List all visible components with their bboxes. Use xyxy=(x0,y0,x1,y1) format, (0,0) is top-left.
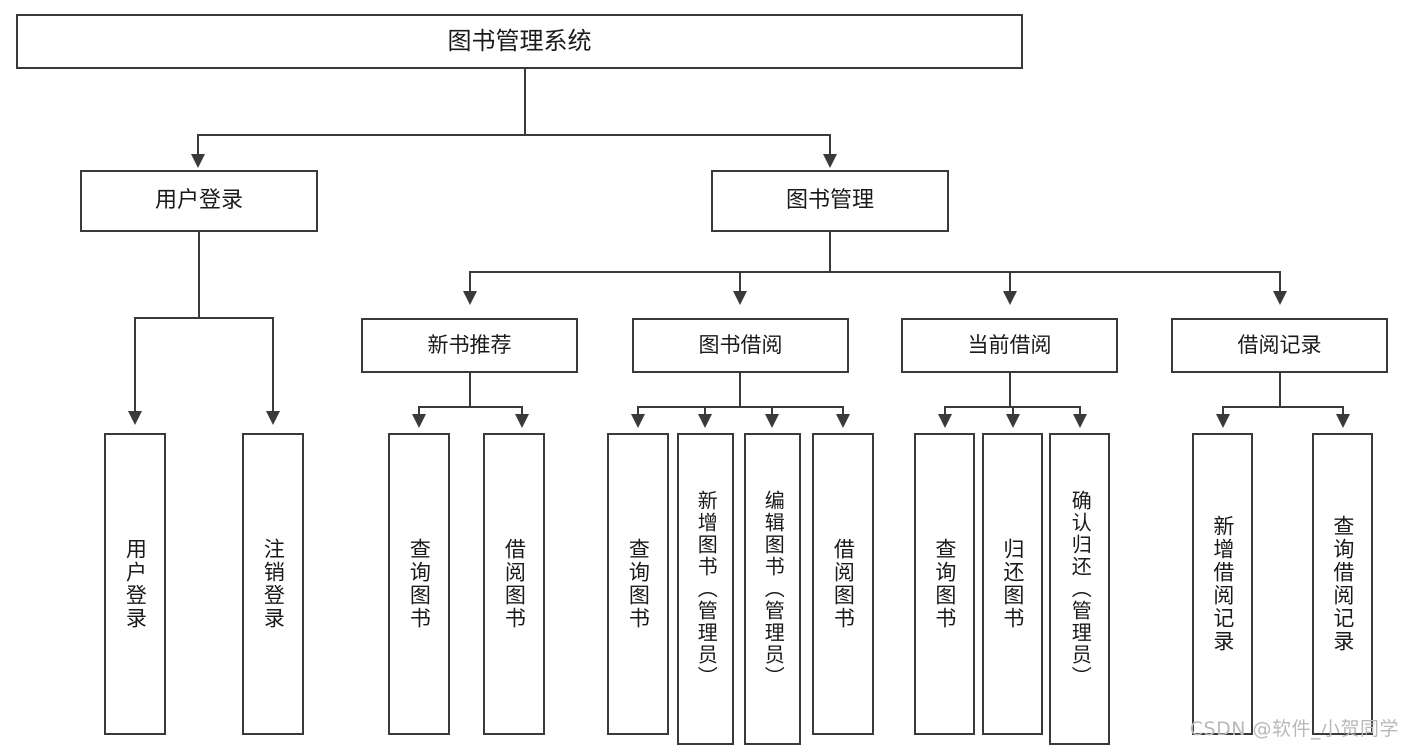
node-user-login-label: 用户登录 xyxy=(154,188,243,214)
node-root-label: 图书管理系统 xyxy=(447,27,592,56)
arrow-current-to-leaf3 xyxy=(1073,414,1087,428)
arrow-records-to-leaf2 xyxy=(1336,414,1350,428)
connector-newbook-to-leaf1 xyxy=(418,406,420,416)
node-leaf-add-book[interactable]: 新增图书（管理员） xyxy=(677,433,734,745)
connector-newbook-to-leaf2 xyxy=(521,406,523,416)
node-leaf-borrow-book-2-label: 借阅图书 xyxy=(831,538,856,630)
node-leaf-borrow-book-1[interactable]: 借阅图书 xyxy=(483,433,545,735)
arrow-borrow-to-leaf3 xyxy=(765,414,779,428)
connector-bookmgmt-to-current xyxy=(1009,271,1011,293)
connector-root-to-bookmgmt xyxy=(829,134,831,156)
connector-bookmgmt-to-records xyxy=(1279,271,1281,293)
node-book-borrow[interactable]: 图书借阅 xyxy=(632,318,849,373)
node-leaf-edit-book-label: 编辑图书（管理员） xyxy=(761,490,786,688)
arrow-bookmgmt-to-newbook xyxy=(463,291,477,305)
connector-records-bus xyxy=(1222,406,1342,408)
connector-records-to-leaf2 xyxy=(1342,406,1344,416)
node-leaf-edit-book[interactable]: 编辑图书（管理员） xyxy=(744,433,801,745)
node-leaf-add-record[interactable]: 新增借阅记录 xyxy=(1192,433,1253,735)
connector-current-to-leaf1 xyxy=(944,406,946,416)
arrow-borrow-to-leaf4 xyxy=(836,414,850,428)
arrow-newbook-to-leaf2 xyxy=(515,414,529,428)
connector-current-to-leaf2 xyxy=(1012,406,1014,416)
arrow-records-to-leaf1 xyxy=(1216,414,1230,428)
node-leaf-query-book-2[interactable]: 查询图书 xyxy=(607,433,669,735)
connector-borrow-to-leaf3 xyxy=(771,406,773,416)
node-root[interactable]: 图书管理系统 xyxy=(16,14,1023,69)
connector-login-bus xyxy=(134,317,272,319)
connector-newbook-stem xyxy=(469,373,471,407)
connector-records-to-leaf1 xyxy=(1222,406,1224,416)
node-new-book-recommend[interactable]: 新书推荐 xyxy=(361,318,578,373)
arrow-current-to-leaf1 xyxy=(938,414,952,428)
connector-newbook-bus xyxy=(418,406,521,408)
node-current-borrow-label: 当前借阅 xyxy=(967,333,1052,358)
node-leaf-return-book-label: 归还图书 xyxy=(1000,538,1025,630)
connector-records-stem xyxy=(1279,373,1281,407)
node-leaf-query-record-label: 查询借阅记录 xyxy=(1330,515,1355,653)
node-leaf-user-logout[interactable]: 注销登录 xyxy=(242,433,304,735)
node-leaf-user-login[interactable]: 用户登录 xyxy=(104,433,166,735)
node-leaf-query-book-3-label: 查询图书 xyxy=(932,538,957,630)
node-new-book-recommend-label: 新书推荐 xyxy=(427,333,512,358)
arrow-newbook-to-leaf1 xyxy=(412,414,426,428)
node-book-management-label: 图书管理 xyxy=(785,188,874,214)
node-leaf-query-book-2-label: 查询图书 xyxy=(626,538,651,630)
node-current-borrow[interactable]: 当前借阅 xyxy=(901,318,1118,373)
node-leaf-query-book-1[interactable]: 查询图书 xyxy=(388,433,450,735)
node-user-login[interactable]: 用户登录 xyxy=(80,170,318,232)
connector-root-to-login xyxy=(197,134,199,156)
node-leaf-add-record-label: 新增借阅记录 xyxy=(1210,515,1235,653)
node-leaf-user-logout-label: 注销登录 xyxy=(261,538,286,630)
arrow-login-to-leaf2 xyxy=(266,411,280,425)
connector-borrow-bus xyxy=(637,406,843,408)
connector-borrow-stem xyxy=(739,373,741,407)
arrow-borrow-to-leaf1 xyxy=(631,414,645,428)
node-leaf-borrow-book-2[interactable]: 借阅图书 xyxy=(812,433,874,735)
connector-current-to-leaf3 xyxy=(1079,406,1081,416)
connector-borrow-to-leaf2 xyxy=(704,406,706,416)
connector-root-stem xyxy=(524,69,526,135)
arrow-root-to-bookmgmt xyxy=(823,154,837,168)
connector-bookmgmt-bus xyxy=(469,271,1281,273)
arrow-root-to-login xyxy=(191,154,205,168)
connector-bookmgmt-stem xyxy=(829,232,831,272)
connector-current-stem xyxy=(1009,373,1011,407)
node-book-management[interactable]: 图书管理 xyxy=(711,170,949,232)
connector-login-to-leaf2 xyxy=(272,317,274,413)
node-leaf-confirm-return[interactable]: 确认归还（管理员） xyxy=(1049,433,1110,745)
node-leaf-query-record[interactable]: 查询借阅记录 xyxy=(1312,433,1373,735)
connector-root-bus xyxy=(197,134,829,136)
arrow-borrow-to-leaf2 xyxy=(698,414,712,428)
node-leaf-return-book[interactable]: 归还图书 xyxy=(982,433,1043,735)
arrow-current-to-leaf2 xyxy=(1006,414,1020,428)
node-book-borrow-label: 图书借阅 xyxy=(698,333,783,358)
node-borrow-records-label: 借阅记录 xyxy=(1237,333,1322,358)
connector-bookmgmt-to-borrow xyxy=(739,271,741,293)
connector-borrow-to-leaf4 xyxy=(842,406,844,416)
node-leaf-query-book-3[interactable]: 查询图书 xyxy=(914,433,975,735)
arrow-bookmgmt-to-records xyxy=(1273,291,1287,305)
node-leaf-borrow-book-1-label: 借阅图书 xyxy=(502,538,527,630)
node-leaf-confirm-return-label: 确认归还（管理员） xyxy=(1068,490,1093,688)
connector-login-stem xyxy=(198,232,200,318)
arrow-bookmgmt-to-current xyxy=(1003,291,1017,305)
arrow-bookmgmt-to-borrow xyxy=(733,291,747,305)
node-leaf-query-book-1-label: 查询图书 xyxy=(407,538,432,630)
connector-borrow-to-leaf1 xyxy=(637,406,639,416)
connector-login-to-leaf1 xyxy=(134,317,136,413)
arrow-login-to-leaf1 xyxy=(128,411,142,425)
connector-bookmgmt-to-newbook xyxy=(469,271,471,293)
node-leaf-user-login-label: 用户登录 xyxy=(123,538,148,630)
node-borrow-records[interactable]: 借阅记录 xyxy=(1171,318,1388,373)
node-leaf-add-book-label: 新增图书（管理员） xyxy=(694,490,719,688)
